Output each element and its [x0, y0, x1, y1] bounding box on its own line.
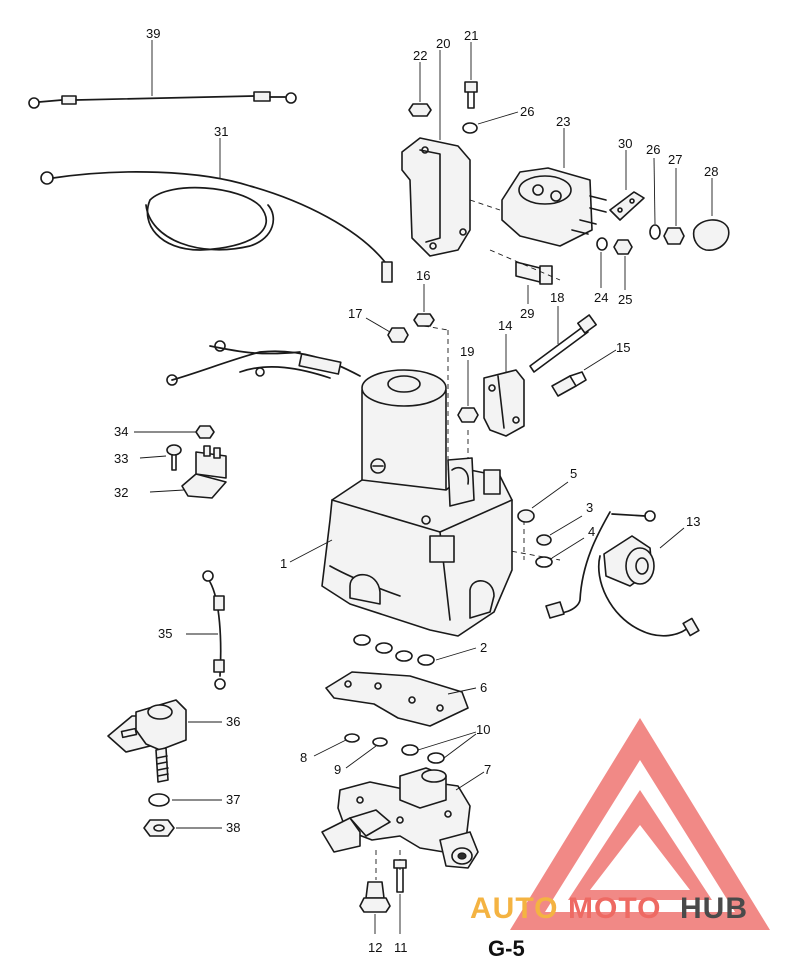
callout-18: 18: [550, 290, 564, 305]
part-20-mounting-bracket: [401, 50, 471, 257]
callout-29: 29: [520, 306, 534, 321]
callout-4: 4: [588, 524, 595, 539]
part-24-washer: [596, 237, 608, 288]
callout-35: 35: [158, 626, 172, 641]
callout-9: 9: [334, 762, 341, 777]
callout-21: 21: [464, 28, 478, 43]
part-7-valve-body: [321, 767, 485, 880]
part-33-screw: [139, 444, 182, 471]
part-23-solenoid: [501, 128, 607, 247]
callout-37: 37: [226, 792, 240, 807]
part-1-pump-motor: [289, 369, 513, 637]
part-15-screw: [551, 349, 617, 397]
part-21-screw: [464, 42, 478, 109]
part-26-washer-side: [649, 157, 661, 240]
callout-14: 14: [498, 318, 512, 333]
part-6-gasket-plate: [325, 671, 477, 727]
callout-36: 36: [226, 714, 240, 729]
callout-13: 13: [686, 514, 700, 529]
part-27-nut-side: [663, 168, 685, 245]
callout-28: 28: [704, 164, 718, 179]
callout-31: 31: [214, 124, 228, 139]
part-3-screw: [536, 515, 583, 546]
part-30-terminal-plate: [609, 150, 645, 221]
callout-25: 25: [618, 292, 632, 307]
part-16-nut: [413, 284, 435, 327]
callout-6: 6: [480, 680, 487, 695]
callout-26-side: 26: [646, 142, 660, 157]
callout-39: 39: [146, 26, 160, 41]
part-37-lock-washer: [148, 793, 222, 807]
callout-17: 17: [348, 306, 362, 321]
callout-19: 19: [460, 344, 474, 359]
part-13-switch-assembly: [545, 510, 700, 637]
part-10-o-rings: [401, 731, 477, 764]
callout-5: 5: [570, 466, 577, 481]
callout-32: 32: [114, 485, 128, 500]
part-39-cable: [28, 40, 297, 109]
part-34-nut: [134, 425, 215, 439]
logo-text-auto: AUTO: [470, 892, 558, 925]
part-12-plug: [359, 881, 391, 934]
callout-22: 22: [413, 48, 427, 63]
part-35-ground-strap: [186, 570, 226, 690]
logo-text-moto: MOTO: [568, 892, 661, 925]
callout-33: 33: [114, 451, 128, 466]
callout-23: 23: [556, 114, 570, 129]
page-label: G-5: [488, 936, 525, 961]
callout-7: 7: [484, 762, 491, 777]
callout-15: 15: [616, 340, 630, 355]
callout-38: 38: [226, 820, 240, 835]
callout-1: 1: [280, 556, 287, 571]
part-38-nut: [143, 819, 222, 837]
callout-26-top: 26: [520, 104, 534, 119]
callout-34: 34: [114, 424, 128, 439]
part-5-screw: [517, 481, 569, 523]
callout-12: 12: [368, 940, 382, 955]
part-9-o-ring: [345, 737, 388, 769]
part-29-bolt: [515, 261, 553, 304]
callout-2: 2: [480, 640, 487, 655]
callout-24: 24: [594, 290, 608, 305]
part-14-bracket: [483, 334, 525, 437]
part-18-long-bolt: [529, 306, 597, 373]
callout-20: 20: [436, 36, 450, 51]
motor-wiring-harness: [166, 340, 361, 386]
part-22-nut: [408, 62, 432, 117]
part-8-o-ring: [313, 733, 360, 757]
callout-11: 11: [394, 940, 408, 955]
callout-8: 8: [300, 750, 307, 765]
callout-10: 10: [476, 722, 490, 737]
callout-16: 16: [416, 268, 430, 283]
logo-text-hub: HUB: [680, 892, 748, 925]
callout-labels: 39 31 20 21 22 26 23 30 26 27 28 16 17 2…: [114, 26, 718, 955]
part-26-washer-top: [462, 111, 519, 134]
automotohub-logo: AUTO MOTO HUB: [470, 718, 770, 930]
part-19-nut: [457, 360, 479, 423]
part-17-nut: [365, 317, 409, 343]
callout-27: 27: [668, 152, 682, 167]
part-28-boot: [692, 178, 730, 251]
part-4-washer: [535, 537, 585, 568]
part-32-terminal-block: [149, 445, 227, 499]
part-25-nut: [613, 239, 633, 290]
callout-3: 3: [586, 500, 593, 515]
part-11-screw: [393, 859, 407, 934]
callout-30: 30: [618, 136, 632, 151]
part-31-coiled-cable: [40, 138, 393, 283]
part-2-o-rings: [353, 634, 477, 666]
part-36-stud-block: [107, 699, 222, 783]
